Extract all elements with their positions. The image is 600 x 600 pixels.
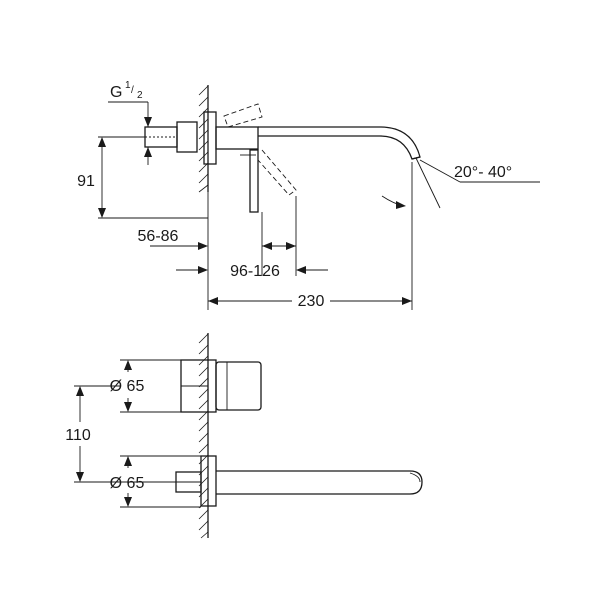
handle-swing	[223, 103, 263, 128]
angle-from: 20°	[454, 164, 478, 181]
spout	[258, 126, 421, 160]
angle-to: 40°	[488, 164, 512, 181]
spout-length-label: 230	[298, 293, 325, 310]
spout-top-view	[216, 470, 423, 495]
thread-sub: 2	[137, 90, 143, 101]
concealed-body	[176, 121, 198, 153]
svg-text:20°- 40°: 20°- 40°	[454, 164, 512, 181]
spout-angle-label: 20°- 40°	[454, 164, 512, 181]
wall-plate	[203, 111, 217, 165]
angle-dash: -	[478, 164, 483, 181]
spout-connector	[215, 126, 259, 150]
center-distance-label: 110	[65, 427, 91, 444]
wall-depth-label: 56-86	[138, 228, 179, 245]
handle-knob	[215, 361, 262, 411]
side-view: 91 G 1 / 2 56-86 96-126	[77, 80, 540, 310]
diameter-bottom-label: Ø 65	[110, 475, 145, 492]
thread-g: G	[110, 84, 122, 101]
diameter-top-label: Ø 65	[110, 378, 145, 395]
height-91-label: 91	[77, 173, 95, 190]
thread-label: G 1 / 2	[110, 80, 143, 101]
top-view: Ø 65 Ø 65 110	[65, 333, 423, 539]
body-projection-label: 96-126	[230, 263, 280, 280]
thread-slash: /	[131, 85, 134, 96]
handle-lever	[249, 149, 259, 213]
thread-sup: 1	[125, 80, 131, 91]
